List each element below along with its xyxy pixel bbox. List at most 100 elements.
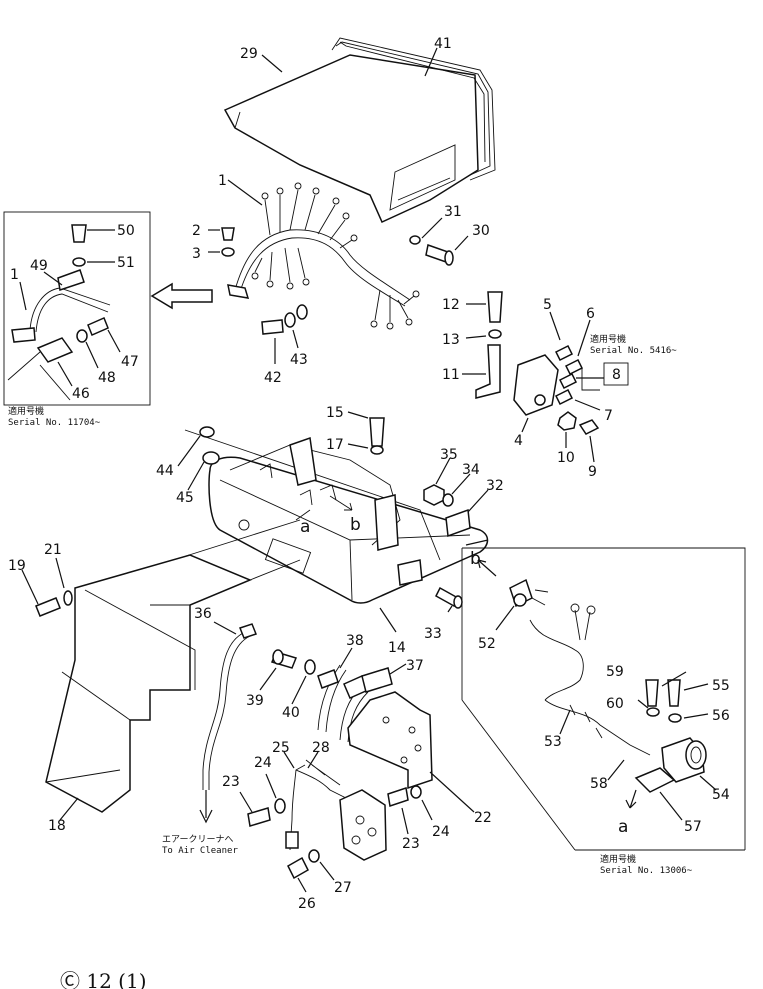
view-marker-a: a (300, 517, 310, 537)
callout-labels: 29 41 1 2 3 31 30 50 51 1 49 47 48 46 12… (8, 36, 730, 912)
washer-31 (409, 235, 421, 245)
seal-41 (331, 37, 496, 181)
washer-21 (63, 590, 73, 606)
console-box-14 (184, 429, 489, 604)
callout-45: 45 (176, 490, 194, 506)
bolt-42 (261, 319, 284, 335)
callout-17: 17 (326, 437, 344, 453)
screw-9 (578, 419, 600, 435)
bolt-55 (667, 679, 681, 707)
callout-44: 44 (156, 463, 174, 479)
bolt-23 (247, 807, 271, 827)
clamp-37 (339, 667, 393, 743)
nut-35 (423, 484, 445, 506)
nut-10 (557, 411, 577, 431)
callout-1-inset: 1 (10, 267, 19, 283)
bolt-30 (425, 244, 454, 266)
callout-27: 27 (334, 880, 352, 896)
callout-26: 26 (298, 896, 316, 912)
washer-34 (442, 493, 454, 507)
callout-55: 55 (712, 678, 730, 694)
callout-13: 13 (442, 332, 460, 348)
washer-56 (668, 713, 682, 723)
note-serial-5416-jp: 適用号機 (590, 333, 626, 345)
callout-28: 28 (312, 740, 330, 756)
callout-46: 46 (72, 386, 90, 402)
callout-39: 39 (246, 693, 264, 709)
washer-13 (488, 329, 502, 339)
bolt-23b (387, 787, 409, 807)
relay-4 (513, 354, 559, 416)
callout-2: 2 (192, 223, 201, 239)
floor-plate-18 (45, 519, 301, 813)
callout-41: 41 (434, 36, 452, 52)
view-marker-a-inset: a (618, 817, 628, 837)
clamp-38 (317, 664, 347, 733)
bolt-59 (645, 679, 659, 707)
callout-14: 14 (388, 640, 406, 656)
callout-49: 49 (30, 258, 48, 274)
plate-57 (634, 767, 676, 793)
fuse-5 (554, 344, 574, 362)
callout-52: 52 (478, 636, 496, 652)
bolt-19 (35, 597, 61, 617)
callout-29: 29 (240, 46, 258, 62)
callout-24: 24 (254, 755, 272, 771)
callout-32: 32 (486, 478, 504, 494)
washer-27 (308, 849, 320, 863)
callout-59: 59 (606, 664, 624, 680)
callout-42: 42 (264, 370, 282, 386)
callout-10: 10 (557, 450, 575, 466)
callout-4: 4 (514, 433, 523, 449)
callout-60: 60 (606, 696, 624, 712)
bracket-11 (475, 344, 501, 399)
callout-58: 58 (590, 776, 608, 792)
callout-9: 9 (588, 464, 597, 480)
callout-51: 51 (117, 255, 135, 271)
washer-60 (646, 707, 660, 717)
bolt-26 (287, 856, 309, 880)
fuse-6 (564, 358, 584, 376)
wiring-harness-1 (227, 182, 420, 330)
callout-33: 33 (424, 626, 442, 642)
callout-56: 56 (712, 708, 730, 724)
washer-24b (410, 785, 422, 799)
note-serial-13006-jp: 適用号機 (600, 853, 636, 865)
relay-28 (305, 759, 387, 861)
callout-23b: 23 (402, 836, 420, 852)
callout-47: 47 (121, 354, 139, 370)
callout-40: 40 (282, 705, 300, 721)
note-serial-11704-jp: 適用号機 (8, 405, 44, 417)
callout-8: 8 (612, 367, 621, 383)
note-serial-11704: Serial No. 11704~ (8, 418, 101, 428)
callout-15: 15 (326, 405, 344, 421)
callout-38: 38 (346, 633, 364, 649)
bolt-15 (369, 417, 385, 447)
callout-12: 12 (442, 297, 460, 313)
harness-25 (285, 764, 351, 851)
washer-43 (284, 312, 296, 328)
callout-6: 6 (586, 306, 595, 322)
callout-48: 48 (98, 370, 116, 386)
bracket-22 (347, 691, 433, 790)
callout-19: 19 (8, 558, 26, 574)
callout-1: 1 (218, 173, 227, 189)
callout-34: 34 (462, 462, 480, 478)
callout-11: 11 (442, 367, 460, 383)
callout-22: 22 (474, 810, 492, 826)
cover-29 (223, 54, 479, 223)
inset-serial-13006 (461, 547, 746, 851)
callout-18: 18 (48, 818, 66, 834)
hose-36 (202, 631, 246, 790)
cap-44 (199, 426, 215, 438)
plate-32 (445, 508, 471, 538)
callout-54: 54 (712, 787, 730, 803)
callout-36: 36 (194, 606, 212, 622)
inset-serial-11704 (3, 211, 151, 406)
note-serial-13006: Serial No. 13006~ (600, 866, 693, 876)
washer-3 (221, 247, 235, 257)
callout-7: 7 (604, 408, 613, 424)
callout-43: 43 (290, 352, 308, 368)
callout-5: 5 (543, 297, 552, 313)
